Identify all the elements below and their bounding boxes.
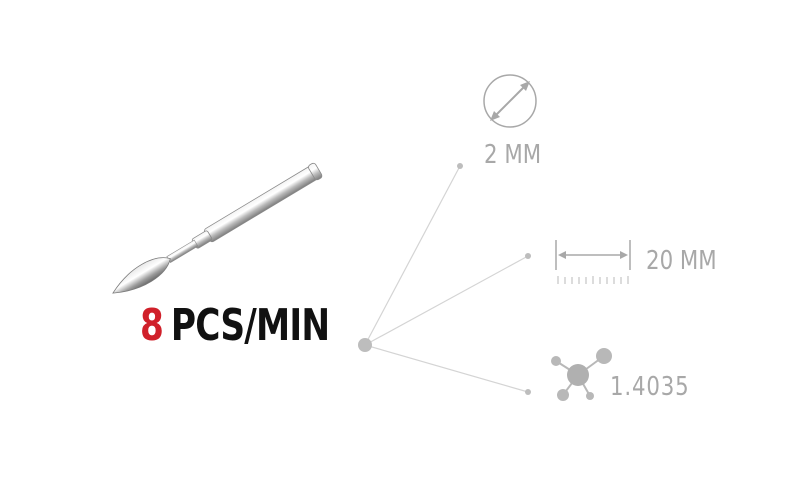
endpoint-dot-length bbox=[525, 253, 531, 259]
molecule-icon bbox=[551, 348, 612, 401]
product-pin-image bbox=[112, 162, 323, 294]
connector-line-material bbox=[364, 344, 529, 393]
connector-line-length bbox=[364, 255, 529, 346]
diameter-icon bbox=[483, 74, 537, 128]
endpoint-dot-material bbox=[525, 389, 531, 395]
spec-length-label: 20 MM bbox=[646, 246, 717, 276]
production-rate-value: 8 bbox=[140, 300, 164, 351]
spec-diameter-label: 2 MM bbox=[484, 140, 542, 170]
connector-lines bbox=[364, 165, 529, 393]
connector-line-diameter bbox=[364, 165, 461, 346]
hub-dot bbox=[358, 338, 372, 352]
spec-material-label: 1.4035 bbox=[610, 372, 690, 402]
length-icon bbox=[555, 240, 631, 284]
endpoint-dot-diameter bbox=[457, 163, 463, 169]
production-rate-unit: PCS/MIN bbox=[170, 300, 330, 351]
